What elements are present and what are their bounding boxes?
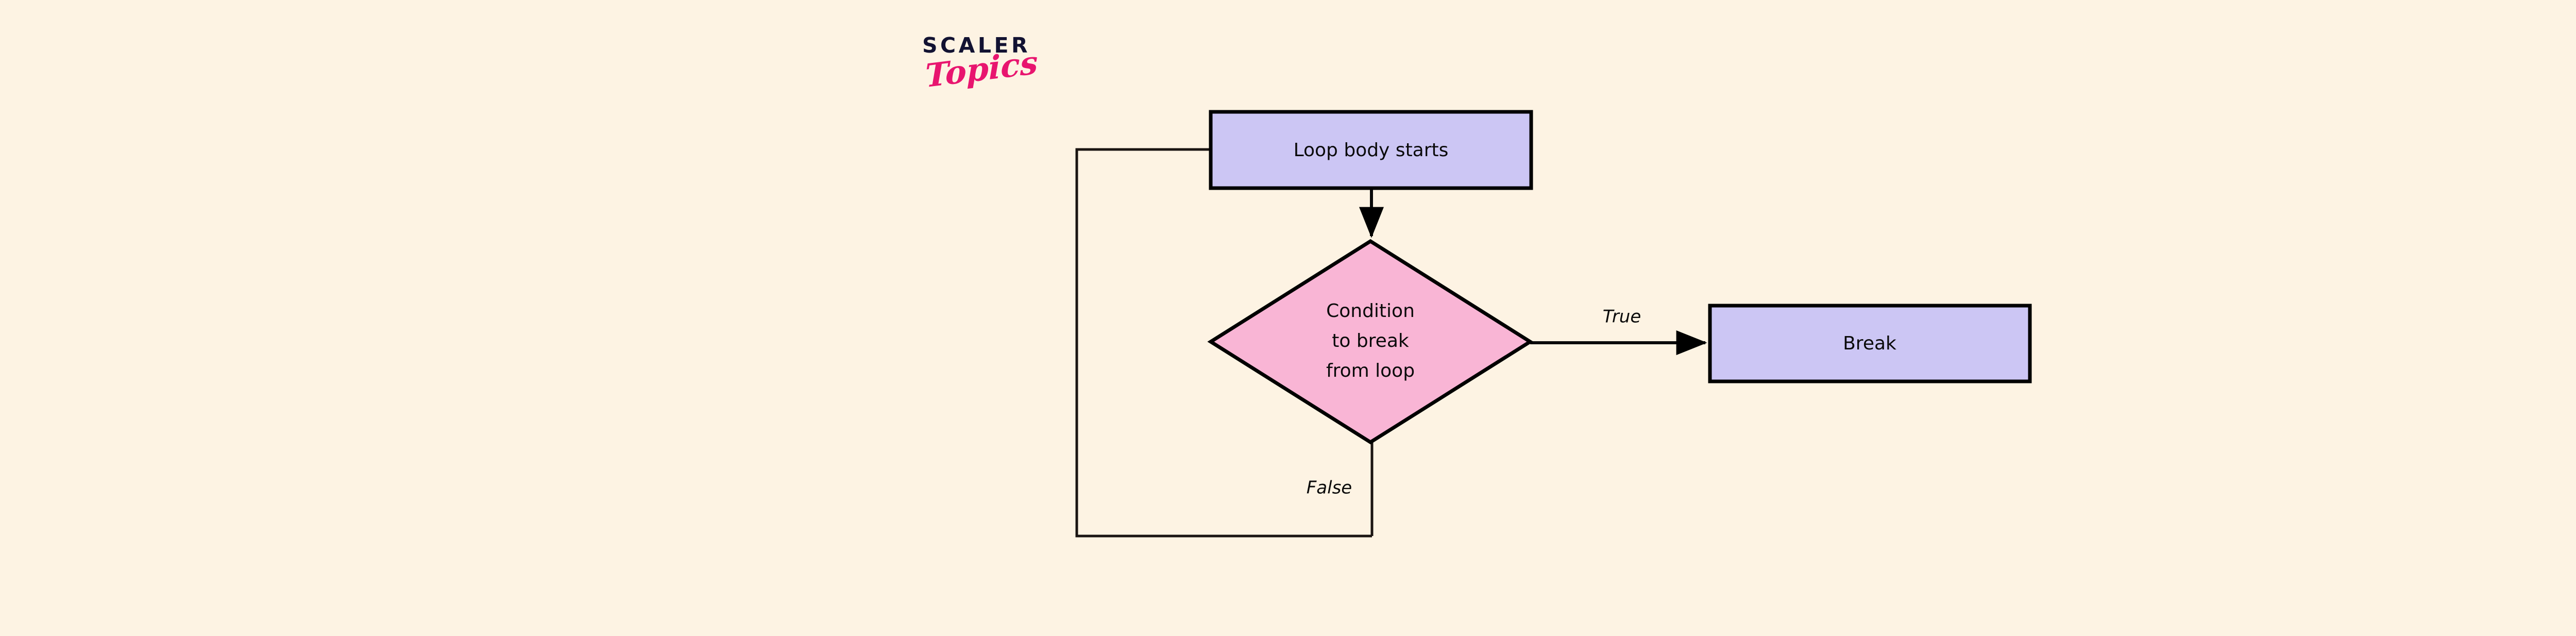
node-condition-to-break[interactable]: Condition to break from loop bbox=[1207, 239, 1534, 445]
edge-label-false: False bbox=[1307, 478, 1352, 498]
break-label: Break bbox=[1843, 333, 1896, 354]
edge-condition-false-path bbox=[1075, 148, 1372, 538]
loop-body-starts-shape[interactable] bbox=[1209, 110, 1533, 190]
edge-label-true: True bbox=[1603, 307, 1641, 327]
condition-to-break-label-line2: to break bbox=[1332, 330, 1409, 352]
node-loop-body-starts[interactable]: Loop body starts bbox=[1209, 110, 1533, 190]
node-break[interactable]: Break bbox=[1708, 304, 2032, 383]
condition-to-break-label-line3: from loop bbox=[1326, 360, 1415, 381]
loop-body-starts-label: Loop body starts bbox=[1294, 140, 1449, 161]
condition-to-break-label-line1: Condition bbox=[1326, 300, 1415, 322]
break-shape[interactable] bbox=[1708, 304, 2032, 383]
condition-to-break-shape[interactable] bbox=[1207, 239, 1534, 445]
